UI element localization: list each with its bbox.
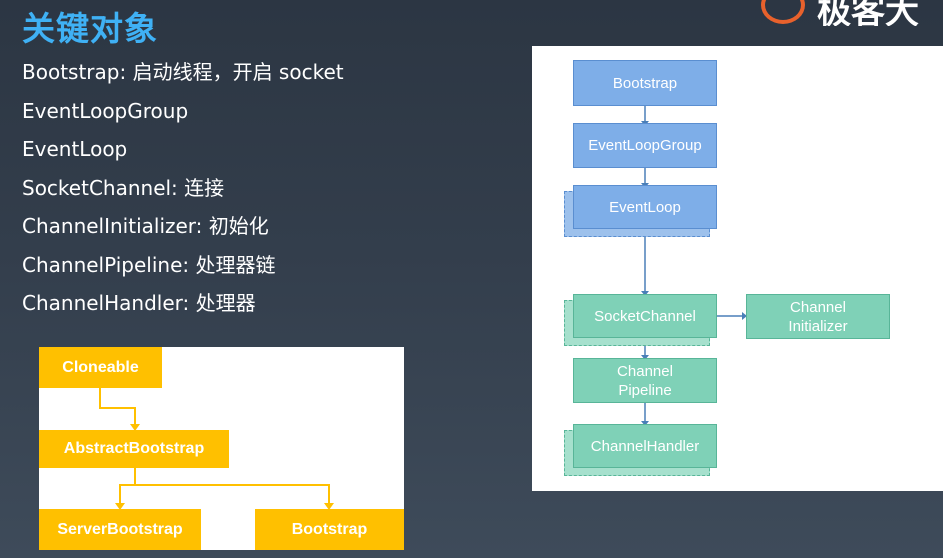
description-channel-initializer: ChannelInitializer: 初始化 <box>22 214 269 238</box>
description-socket-channel: SocketChannel: 连接 <box>22 175 225 200</box>
channel-initializer-line1: Channel <box>790 298 846 316</box>
object-diagram-connectors <box>641 106 747 426</box>
logo-circle-icon <box>761 0 805 24</box>
cloneable-box: Cloneable <box>39 347 162 388</box>
socket-channel-node: SocketChannel <box>573 294 717 338</box>
channel-pipeline-node: Channel Pipeline <box>573 358 717 403</box>
class-hierarchy-connectors <box>99 388 334 510</box>
channel-initializer-line2: Initializer <box>788 317 848 335</box>
channel-handler-node: ChannelHandler <box>573 424 717 468</box>
object-relationship-diagram: Bootstrap EventLoopGroup EventLoop Socke… <box>532 46 943 491</box>
logo-text: 极客大 <box>817 0 919 26</box>
page-title: 关键对象 <box>22 9 158 48</box>
bootstrap-node: Bootstrap <box>573 60 717 106</box>
description-channel-pipeline: ChannelPipeline: 处理器链 <box>22 252 276 277</box>
connector-cloneable-abstract <box>99 388 136 425</box>
connector-abstract-server <box>119 468 136 504</box>
channel-initializer-node: Channel Initializer <box>746 294 890 339</box>
arrowhead-server <box>115 503 125 510</box>
bootstrap-box: Bootstrap <box>255 509 404 550</box>
channel-pipeline-line2: Pipeline <box>618 381 672 399</box>
description-event-loop: EventLoop <box>22 137 128 161</box>
arrowhead-bootstrap <box>324 503 334 510</box>
description-bootstrap: Bootstrap: 启动线程，开启 socket <box>22 60 344 84</box>
channel-pipeline-line1: Channel <box>617 362 673 380</box>
abstract-bootstrap-box: AbstractBootstrap <box>39 430 229 468</box>
server-bootstrap-box: ServerBootstrap <box>39 509 201 550</box>
brand-logo: 极客大 <box>753 0 943 26</box>
description-channel-handler: ChannelHandler: 处理器 <box>22 291 256 315</box>
description-list: Bootstrap: 启动线程，开启 socket EventLoopGroup… <box>22 58 344 328</box>
event-loop-group-node: EventLoopGroup <box>573 123 717 168</box>
event-loop-node: EventLoop <box>573 185 717 229</box>
class-hierarchy-diagram: Cloneable AbstractBootstrap ServerBootst… <box>39 347 404 550</box>
connector-abstract-bootstrap <box>135 484 330 504</box>
description-event-loop-group: EventLoopGroup <box>22 98 189 123</box>
arrowhead-abstract <box>130 424 140 431</box>
